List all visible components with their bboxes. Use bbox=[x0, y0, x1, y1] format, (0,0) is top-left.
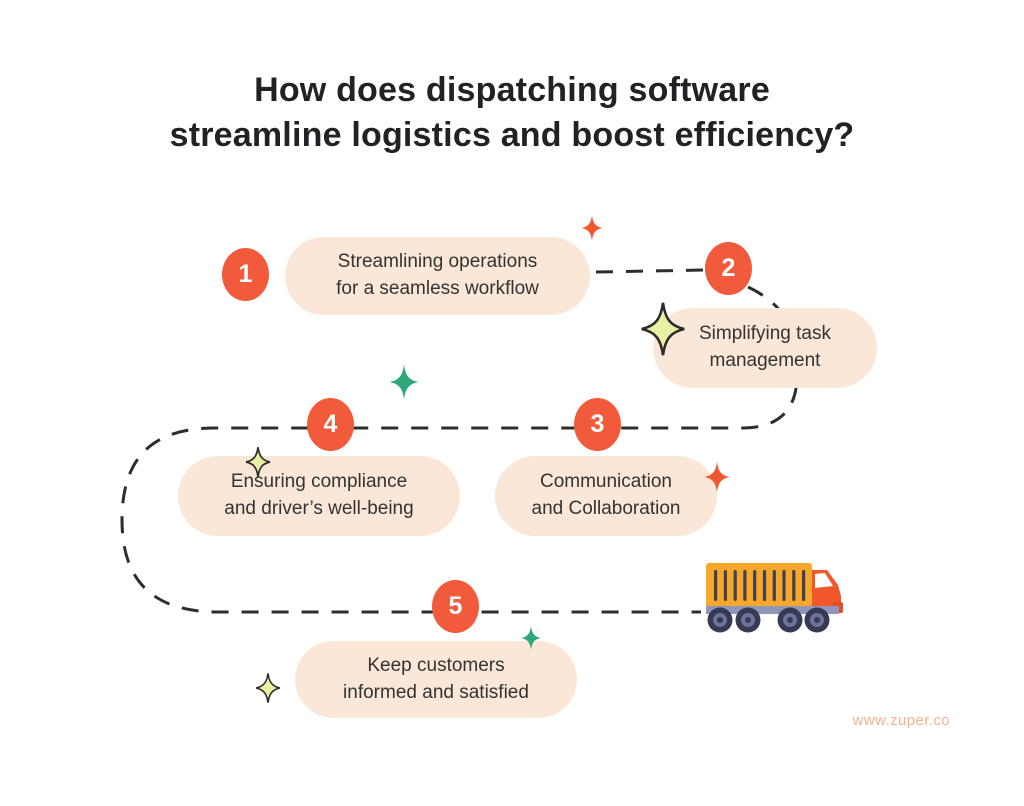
sparkle-icon bbox=[521, 625, 541, 651]
website-link: www.zuper.co bbox=[852, 712, 950, 729]
truck-icon bbox=[706, 563, 843, 633]
step-pill-1: Streamlining operations for a seamless w… bbox=[285, 237, 590, 315]
sparkle-icon bbox=[245, 447, 271, 477]
sparkle-icon bbox=[255, 673, 281, 703]
step-label-1: Streamlining operations for a seamless w… bbox=[336, 251, 539, 299]
step-number-3: 3 bbox=[574, 398, 621, 451]
step-pill-3: Communication and Collaboration bbox=[495, 456, 717, 536]
step-pill-4: Ensuring compliance and driver’s well-be… bbox=[178, 456, 460, 536]
step-number-1: 1 bbox=[222, 248, 269, 301]
page-title: How does dispatching software streamline… bbox=[169, 71, 855, 154]
truck-cab-window bbox=[815, 573, 833, 588]
truck-container bbox=[706, 563, 812, 608]
step-label-3: Communication and Collaboration bbox=[531, 471, 681, 519]
step-number-4: 4 bbox=[307, 398, 354, 451]
step-pill-2: Simplifying task management bbox=[653, 308, 877, 388]
truck-wheels bbox=[707, 607, 830, 633]
step-number-2: 2 bbox=[705, 242, 752, 295]
step-number-5: 5 bbox=[432, 580, 479, 633]
sparkle-icon bbox=[704, 461, 730, 493]
step-label-2: Simplifying task management bbox=[699, 323, 831, 371]
truck-chassis bbox=[706, 606, 839, 614]
sparkle-icon bbox=[641, 302, 685, 356]
step-label-5: Keep customers informed and satisfied bbox=[343, 654, 529, 703]
sparkle-icon bbox=[581, 215, 603, 241]
truck-container-stripes bbox=[714, 570, 806, 601]
step-label-4: Ensuring compliance and driver’s well-be… bbox=[224, 471, 414, 519]
step-pill-5: Keep customers informed and satisfied bbox=[295, 641, 577, 718]
sparkle-icon bbox=[389, 364, 419, 400]
route-segment-1 bbox=[595, 268, 707, 274]
